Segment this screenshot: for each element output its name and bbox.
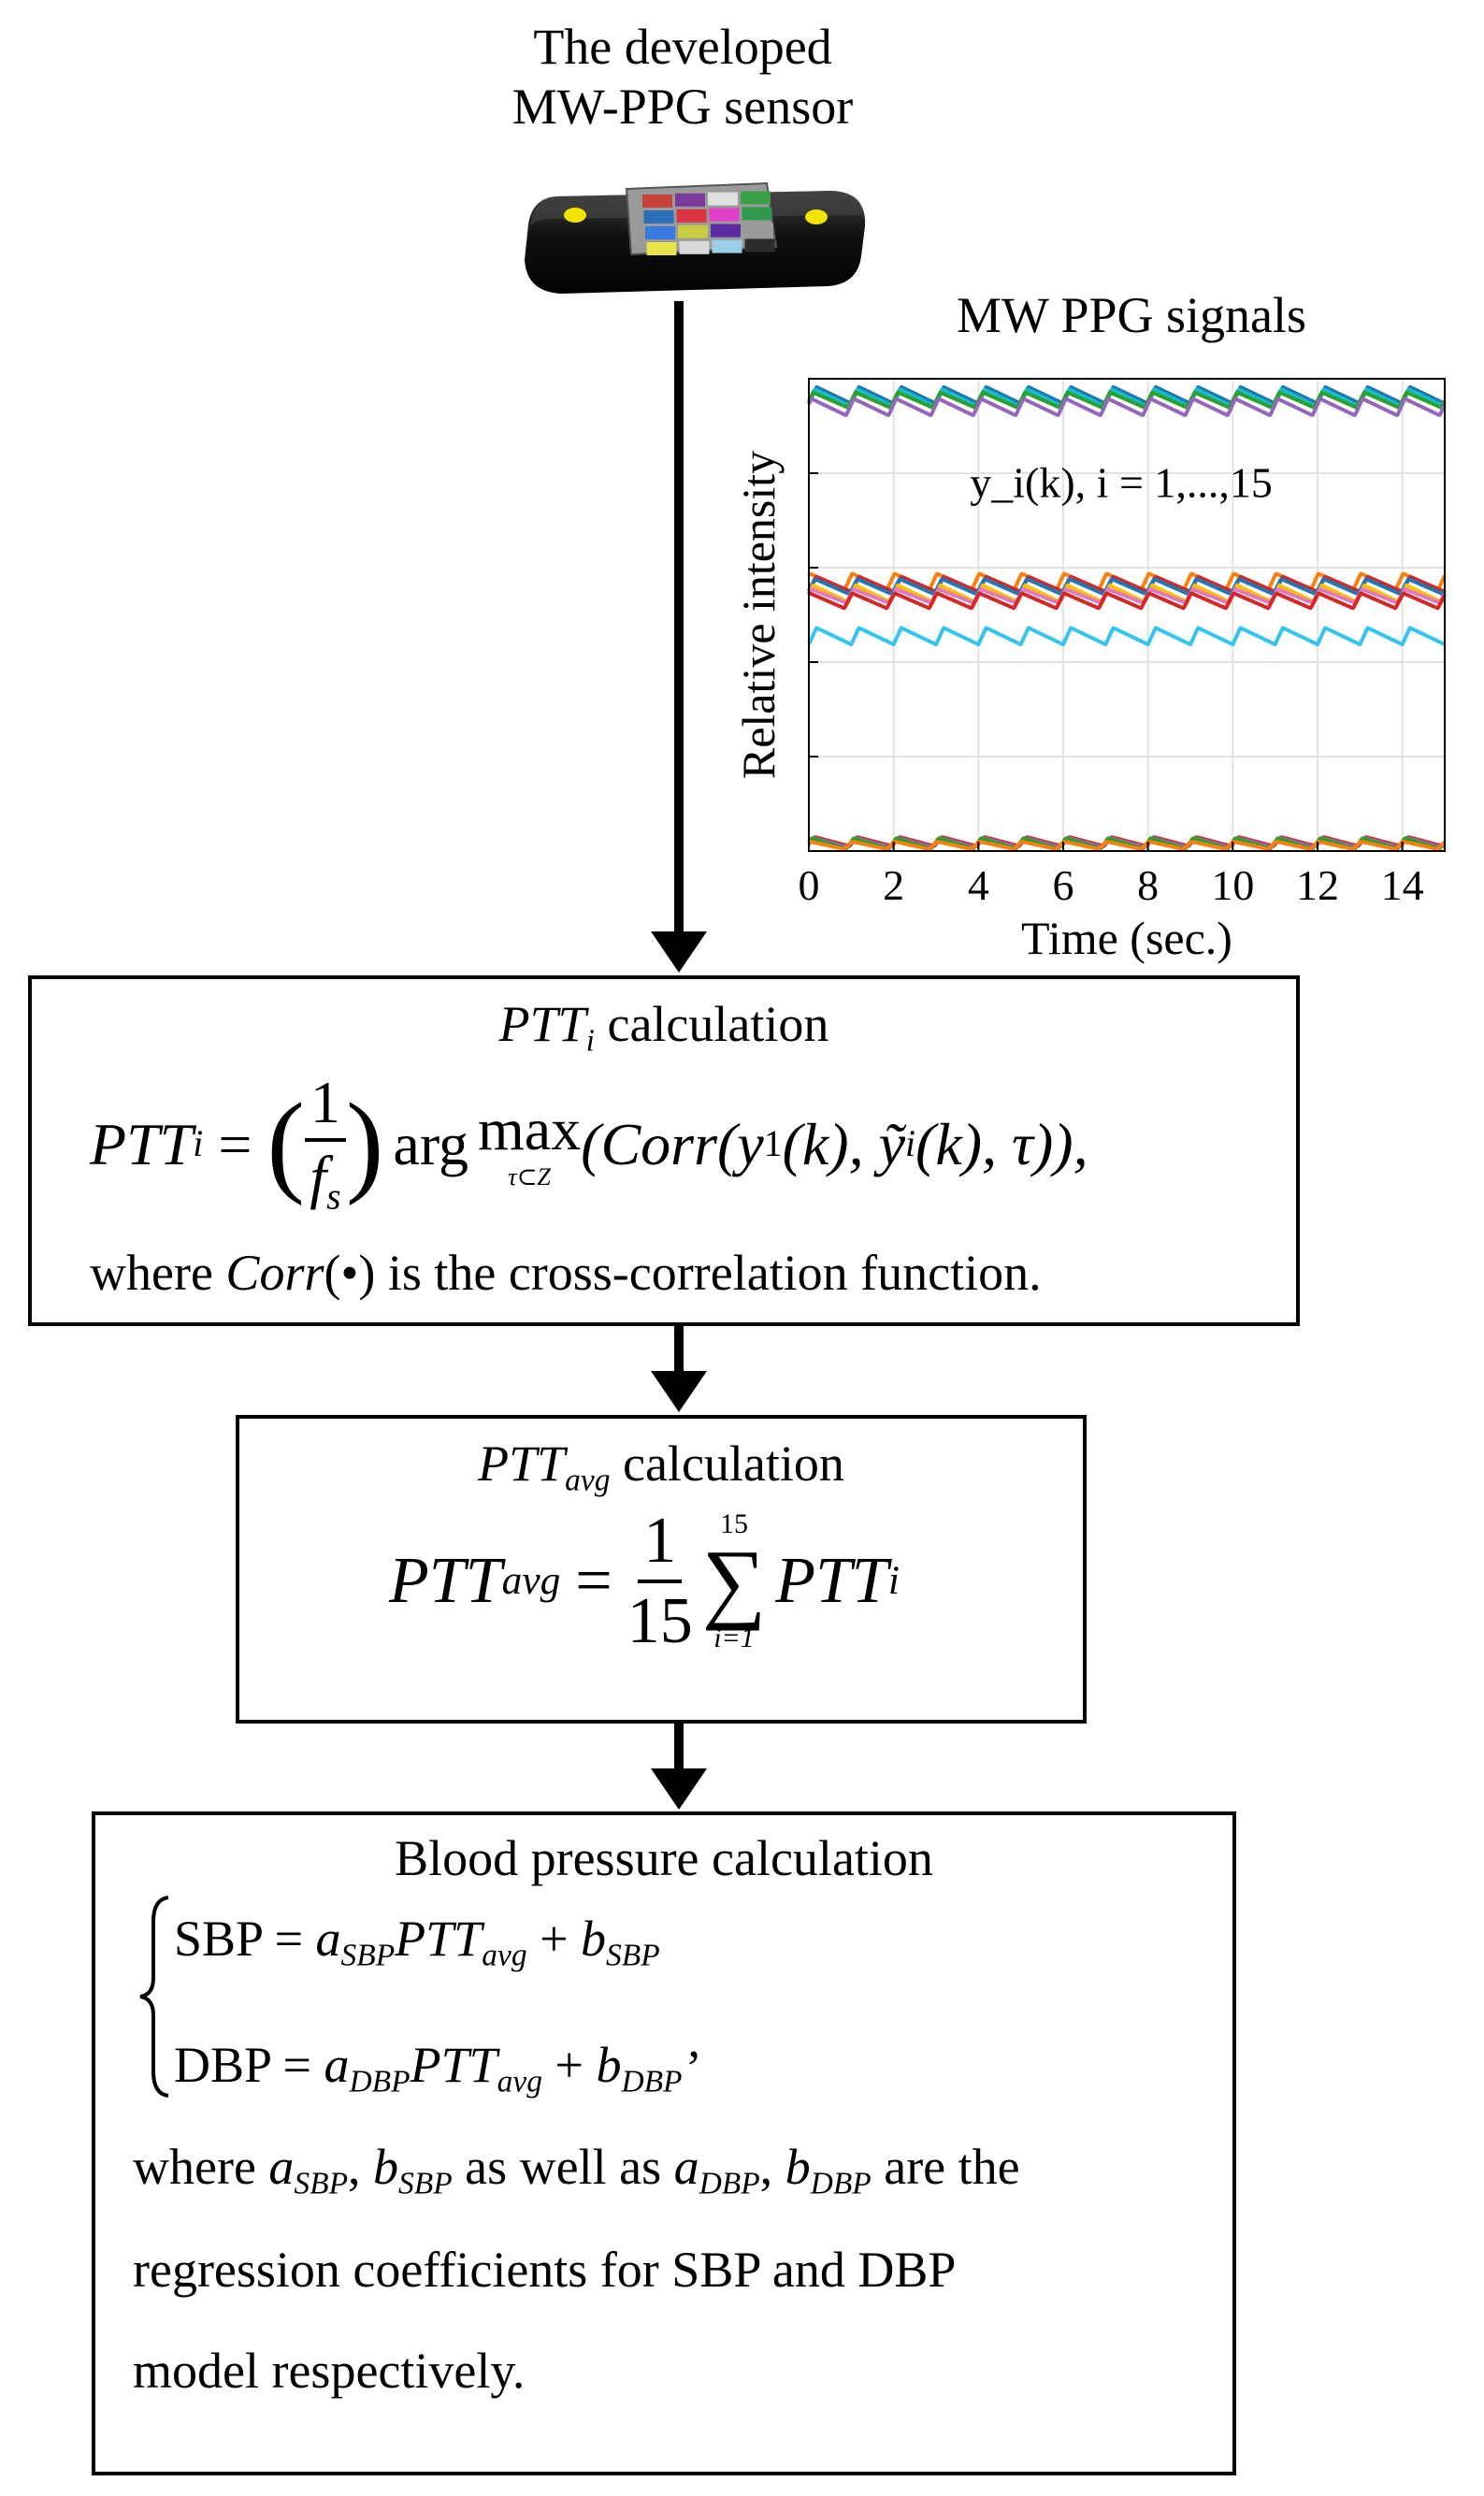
series-line — [807, 577, 1447, 597]
sensor-pixel — [708, 192, 738, 206]
bp-where-line3: model respectively. — [133, 2343, 526, 2399]
series-line — [807, 583, 1447, 604]
series-line — [807, 397, 1447, 417]
arrow-head-1 — [651, 931, 707, 973]
x-axis-label: Time (sec.) — [1021, 912, 1232, 964]
sensor-pixel — [744, 238, 775, 252]
sensor-pixel — [711, 224, 741, 238]
ptt-i-where: where Corr(•) is the cross-correlation f… — [90, 1245, 1042, 1301]
arrow-head-2 — [651, 1371, 707, 1412]
x-tick-label: 2 — [883, 861, 904, 909]
sensor-pixel — [743, 223, 773, 237]
sensor-title: The developed MW-PPG sensor — [411, 17, 954, 137]
arrow-head-3 — [651, 1768, 707, 1810]
ptt-i-title: PTTi calculation — [498, 996, 829, 1059]
sensor-title-line1: The developed — [533, 19, 832, 75]
ptt-avg-fraction: 1 15 — [627, 1505, 693, 1657]
x-tick-label: 6 — [1053, 861, 1074, 909]
series-line — [807, 384, 1447, 406]
sensor-title-line2: MW-PPG sensor — [511, 79, 854, 135]
ptt-i-fraction: 1 fs — [304, 1073, 346, 1216]
ptt-avg-title: PTTavg calculation — [478, 1436, 844, 1498]
series-line — [807, 626, 1447, 647]
x-tick-label: 8 — [1137, 861, 1159, 909]
x-tick-label: 0 — [799, 861, 820, 909]
sensor-led-right — [805, 209, 828, 224]
sensor-pixel — [646, 242, 677, 255]
sensor-device-icon — [525, 181, 866, 294]
sensor-pixel — [709, 208, 740, 222]
series-line — [807, 587, 1447, 605]
arrow-ptti-to-pttavg — [674, 1326, 684, 1375]
sensor-pixel — [678, 224, 708, 238]
x-tick-label: 12 — [1296, 861, 1339, 909]
sensor-pixel-array — [642, 191, 775, 255]
argmax-operator: max τ⊂Z — [477, 1095, 582, 1190]
bp-where-line2: regression coefficients for SBP and DBP — [133, 2242, 957, 2298]
arrow-pttavg-to-bp — [674, 1724, 684, 1772]
bp-sbp-equation: SBP = aSBPPTTavg + bSBP — [174, 1911, 660, 1973]
series-line — [807, 591, 1447, 611]
series-line — [807, 574, 1447, 594]
sensor-pixel — [643, 210, 674, 224]
plot-frame — [808, 378, 1446, 852]
bp-where-line1: where aSBP, bSBP as well as aDBP, bDBP a… — [133, 2139, 1020, 2201]
bp-title: Blood pressure calculation — [395, 1830, 933, 1886]
x-tick-label: 10 — [1211, 861, 1254, 909]
sensor-pixel — [642, 195, 672, 208]
bp-dbp-equation: DBP = aDBPPTTavg + bDBP, — [174, 2012, 700, 2099]
y-axis-label: Relative intensity — [732, 451, 785, 779]
summation-operator: 15 ∑ i=1 — [701, 1508, 767, 1653]
sensor-led-left — [564, 208, 586, 223]
sensor-pixel — [676, 209, 707, 223]
sensor-pixel — [675, 193, 705, 207]
x-tick-label: 4 — [968, 861, 989, 909]
series-line — [807, 840, 1447, 851]
series-line — [807, 387, 1447, 408]
arrow-sensor-to-ptti — [674, 301, 684, 935]
sensor-pixel — [679, 240, 710, 254]
sensor-pixel — [742, 207, 772, 221]
x-tick-label: 14 — [1381, 861, 1424, 909]
sensor-pixel — [645, 226, 675, 239]
bp-box: Blood pressure calculation SBP = aSBPPTT… — [92, 1811, 1236, 2475]
series-annotation: y_i(k), i = 1,...,15 — [970, 458, 1273, 506]
series-line — [807, 836, 1447, 851]
sensor-pixel — [741, 191, 771, 205]
sensor-pixel — [712, 239, 742, 253]
series-line — [807, 390, 1447, 410]
bp-brace — [139, 1896, 169, 2098]
chart-title: MW PPG signals — [956, 287, 1307, 343]
